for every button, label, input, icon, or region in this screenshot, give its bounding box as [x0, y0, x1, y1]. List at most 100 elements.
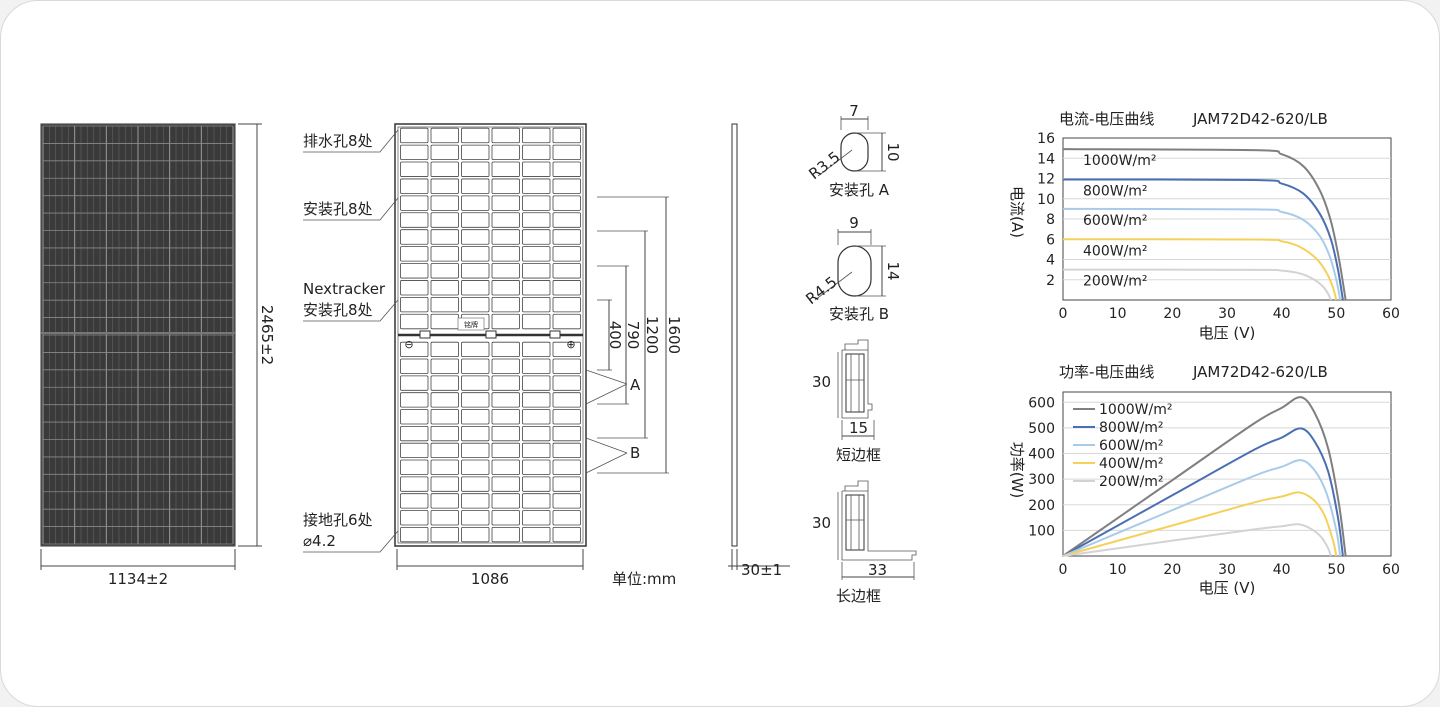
pv-chart-model: JAM72D42-620/LB [1192, 363, 1328, 381]
rear-cell [522, 375, 551, 391]
rear-cell [552, 375, 581, 391]
y-tick-label: 600 [1028, 395, 1055, 411]
rear-cell [522, 212, 551, 228]
rear-cell [522, 409, 551, 425]
rear-cell [522, 195, 551, 211]
x-tick-label: 20 [1163, 562, 1181, 578]
legend-label: 800W/m² [1099, 420, 1164, 436]
rear-cell [491, 476, 520, 492]
rear-cell [430, 212, 459, 228]
rear-cell [461, 195, 490, 211]
y-tick-label: 100 [1028, 523, 1055, 539]
junction-box-right [549, 330, 561, 339]
iv-xlabel: 电压 (V) [1199, 324, 1256, 342]
rear-cell [461, 127, 490, 144]
rear-cell [552, 296, 581, 313]
rear-cell [461, 409, 490, 425]
rear-cell [400, 161, 429, 177]
rear-cell [430, 296, 459, 313]
hole-a-caption: 安装孔 A [829, 181, 890, 199]
x-tick-label: 30 [1218, 562, 1236, 578]
ground-holes-label-line1: 接地孔6处 [303, 511, 373, 529]
iv-ylabel: 电流(A) [1008, 186, 1026, 238]
rear-cell [430, 341, 459, 358]
series-label: 400W/m² [1083, 243, 1148, 259]
nameplate [457, 317, 485, 331]
rear-cell [430, 442, 459, 459]
hole-b-shape [837, 245, 872, 297]
rear-cell [461, 161, 490, 177]
y-tick-label: 500 [1028, 421, 1055, 437]
marker-b-label: B [630, 444, 640, 462]
y-tick-label: 8 [1046, 212, 1055, 228]
rear-cell [400, 263, 429, 279]
iv-chart-model: JAM72D42-620/LB [1192, 110, 1328, 128]
rear-cell [522, 459, 551, 475]
rear-cell [522, 358, 551, 374]
y-tick-label: 6 [1046, 232, 1055, 248]
legend-label: 200W/m² [1099, 474, 1164, 490]
rear-cell [461, 459, 490, 475]
rear-cell [552, 246, 581, 262]
series-line-3 [1062, 459, 1342, 557]
rear-cell [400, 375, 429, 391]
pv-chart: 功率-电压曲线 JAM72D42-620/LB 1002003004005006… [1008, 363, 1400, 597]
rear-cell [430, 246, 459, 262]
rear-cell [491, 280, 520, 296]
rear-cell [491, 392, 520, 408]
iv-series-lines [1062, 148, 1347, 301]
rear-cell [491, 409, 520, 425]
dim-400-label: 400 [606, 321, 624, 350]
hole-b-detail: 9 14 R4.5 安装孔 B [802, 214, 902, 323]
hole-b-radius-label: R4.5 [802, 273, 840, 308]
rear-cell [552, 144, 581, 161]
legend-label: 600W/m² [1099, 438, 1164, 454]
rear-cell [461, 442, 490, 459]
front-width-dimension: 1134±2 [40, 549, 236, 588]
front-panel-view [40, 123, 236, 547]
rear-cell [461, 493, 490, 509]
rear-cell [552, 425, 581, 442]
rear-cell [400, 358, 429, 374]
series-label: 600W/m² [1083, 213, 1148, 229]
series-line-2 [1062, 427, 1344, 557]
marker-a-label: A [630, 376, 641, 394]
x-tick-label: 10 [1109, 562, 1127, 578]
rear-cell [430, 425, 459, 442]
hole-b-width-label: 9 [849, 214, 859, 232]
rear-cell [400, 510, 429, 526]
side-view: 30±1 [728, 123, 790, 579]
iv-chart-title: 电流-电压曲线 [1059, 110, 1154, 128]
rear-panel-view: 铭牌 ⊖ ⊕ [394, 123, 587, 547]
long-frame-detail: 30 33 长边框 [812, 480, 917, 605]
long-frame-width-label: 33 [868, 561, 887, 579]
rear-cell [430, 178, 459, 194]
short-frame-detail: 30 15 短边框 [812, 339, 881, 464]
rear-cell [430, 392, 459, 408]
y-tick-label: 10 [1037, 192, 1055, 208]
rear-cell [522, 493, 551, 509]
series-line-5 [1062, 268, 1332, 301]
rear-cell [400, 229, 429, 245]
rear-cell [491, 212, 520, 228]
rear-cell [522, 442, 551, 459]
rear-cell [400, 459, 429, 475]
rear-cell [400, 409, 429, 425]
hole-a-shape [840, 132, 869, 172]
rear-cell [491, 442, 520, 459]
rear-cell [552, 493, 581, 509]
front-width-label: 1134±2 [108, 570, 168, 588]
rear-cell [522, 178, 551, 194]
x-tick-label: 40 [1273, 562, 1291, 578]
dim-790-label: 790 [624, 321, 642, 350]
rear-cell [491, 263, 520, 279]
rear-cell [552, 510, 581, 526]
rear-cell [461, 425, 490, 442]
hole-a-width-label: 7 [849, 102, 859, 120]
series-line-2 [1062, 178, 1344, 301]
